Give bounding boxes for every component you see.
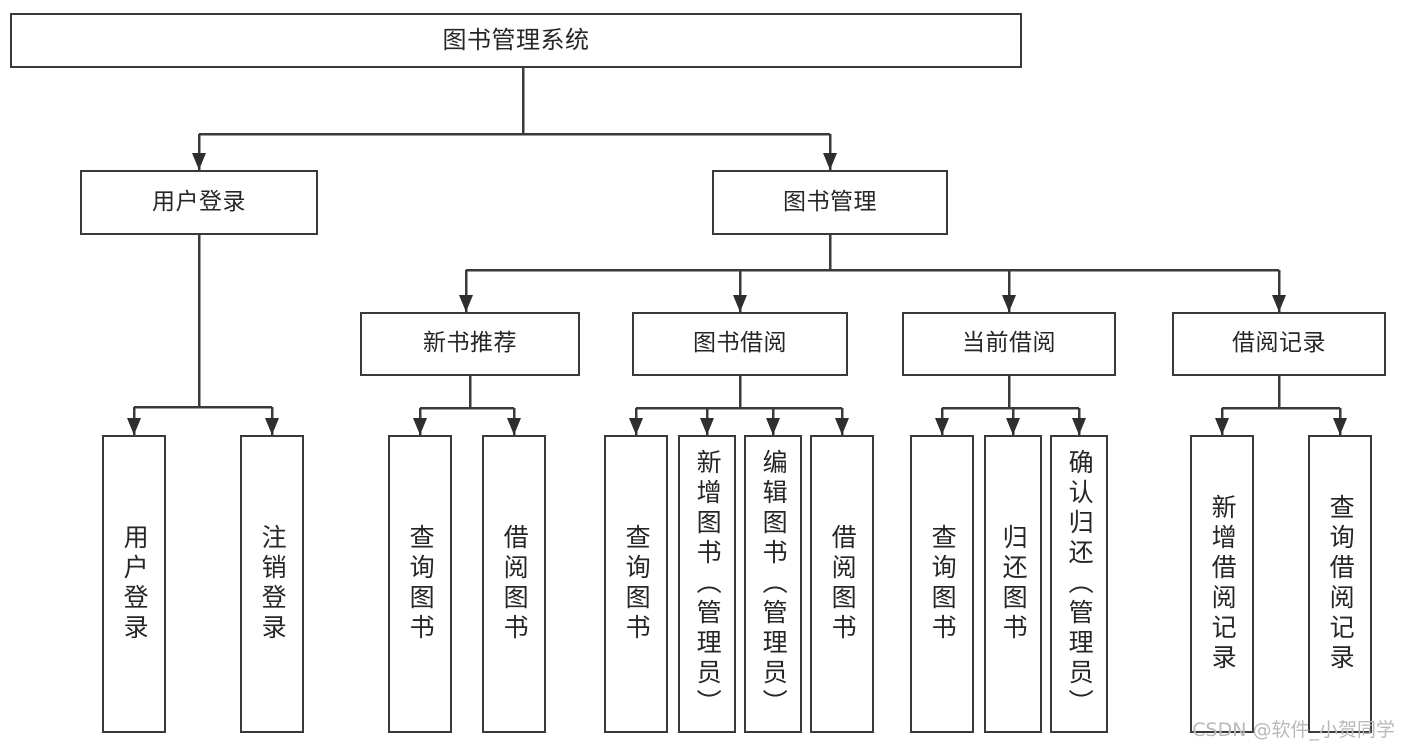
leaf-user-logout[interactable]: 注销登录 [240, 435, 304, 733]
leaf-query-book-1-label: 查询图书 [406, 524, 436, 644]
leaf-borrow-book-1[interactable]: 借阅图书 [482, 435, 546, 733]
node-borrow-record[interactable]: 借阅记录 [1172, 312, 1386, 376]
leaf-query-book-1[interactable]: 查询图书 [388, 435, 452, 733]
leaf-add-book-label: 新增图书（管理员） [693, 449, 723, 719]
leaf-edit-book-label: 编辑图书（管理员） [759, 449, 789, 719]
leaf-user-login[interactable]: 用户登录 [102, 435, 166, 733]
node-book-borrow-label: 图书借阅 [693, 330, 787, 357]
leaf-query-book-3[interactable]: 查询图书 [910, 435, 974, 733]
leaf-query-book-2[interactable]: 查询图书 [604, 435, 668, 733]
node-current-borrow[interactable]: 当前借阅 [902, 312, 1116, 376]
leaf-borrow-book-2-label: 借阅图书 [828, 524, 858, 644]
node-book-borrow[interactable]: 图书借阅 [632, 312, 848, 376]
leaf-borrow-book-2[interactable]: 借阅图书 [810, 435, 874, 733]
csdn-watermark: CSDN @软件_小贺同学 [1192, 719, 1395, 741]
node-current-borrow-label: 当前借阅 [962, 330, 1056, 357]
leaf-add-book[interactable]: 新增图书（管理员） [678, 435, 736, 733]
node-user-login[interactable]: 用户登录 [80, 170, 318, 235]
leaf-query-record-label: 查询借阅记录 [1326, 494, 1356, 674]
node-user-login-label: 用户登录 [152, 188, 246, 215]
leaf-borrow-book-1-label: 借阅图书 [500, 524, 530, 644]
node-borrow-record-label: 借阅记录 [1232, 330, 1326, 357]
leaf-return-book[interactable]: 归还图书 [984, 435, 1042, 733]
leaf-add-record[interactable]: 新增借阅记录 [1190, 435, 1254, 733]
leaf-user-login-label: 用户登录 [120, 524, 150, 644]
leaf-edit-book[interactable]: 编辑图书（管理员） [744, 435, 802, 733]
node-book-manage-label: 图书管理 [783, 188, 877, 215]
leaf-confirm-return-label: 确认归还（管理员） [1065, 449, 1095, 719]
node-new-book-rec[interactable]: 新书推荐 [360, 312, 580, 376]
leaf-user-logout-label: 注销登录 [258, 524, 288, 644]
node-root-label: 图书管理系统 [442, 26, 590, 55]
node-new-book-rec-label: 新书推荐 [423, 330, 517, 357]
leaf-add-record-label: 新增借阅记录 [1208, 494, 1238, 674]
leaf-confirm-return[interactable]: 确认归还（管理员） [1050, 435, 1108, 733]
leaf-query-record[interactable]: 查询借阅记录 [1308, 435, 1372, 733]
node-book-manage[interactable]: 图书管理 [712, 170, 948, 235]
leaf-query-book-2-label: 查询图书 [622, 524, 652, 644]
node-root[interactable]: 图书管理系统 [10, 13, 1022, 68]
leaf-return-book-label: 归还图书 [999, 524, 1029, 644]
leaf-query-book-3-label: 查询图书 [928, 524, 958, 644]
